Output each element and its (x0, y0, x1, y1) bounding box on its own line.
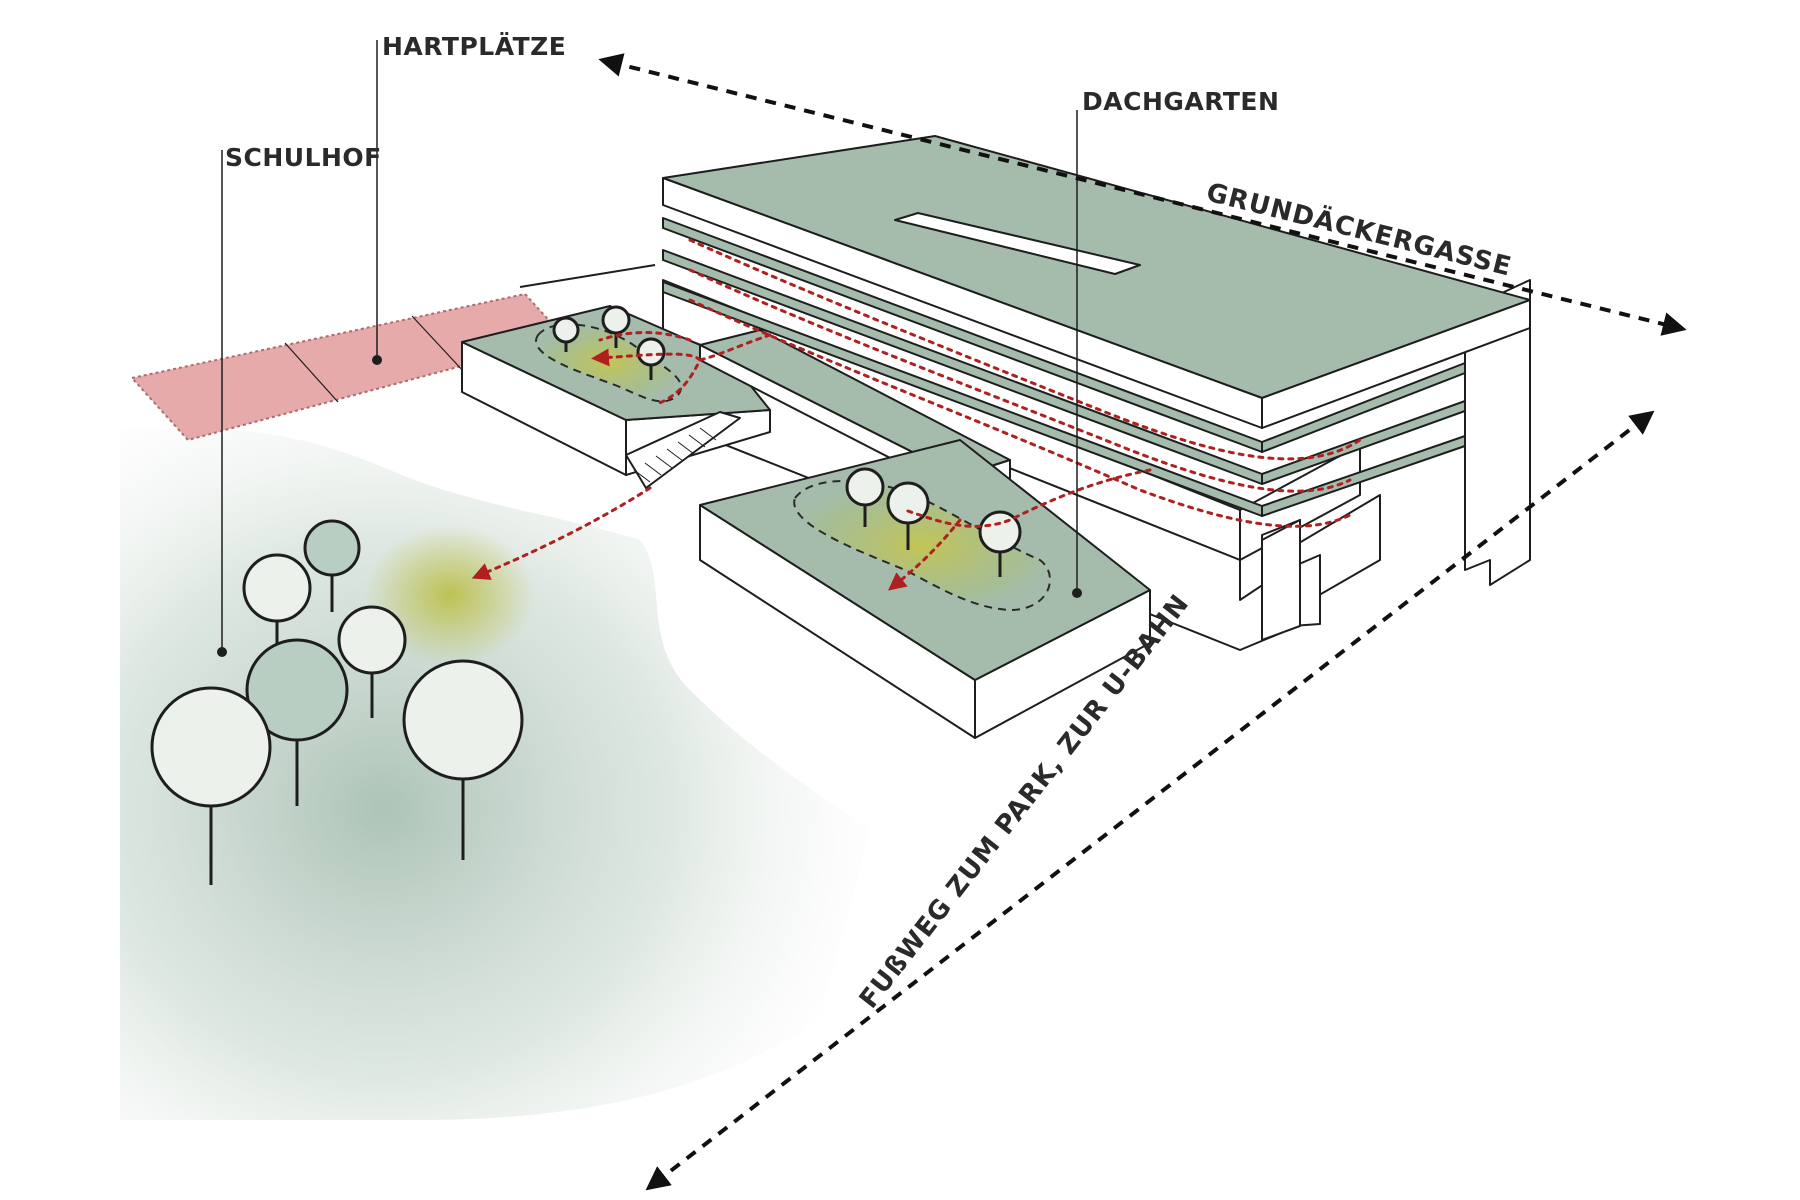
hard-courts (130, 292, 567, 442)
label-schulhof: SCHULHOF (225, 143, 382, 172)
street-arrow-top (598, 53, 1687, 336)
street-arrow-right (645, 410, 1655, 1191)
label-dachgarten: DACHGARTEN (1082, 87, 1279, 116)
label-hartplaetze: HARTPLÄTZE (382, 31, 566, 61)
park-trees (150, 519, 524, 885)
